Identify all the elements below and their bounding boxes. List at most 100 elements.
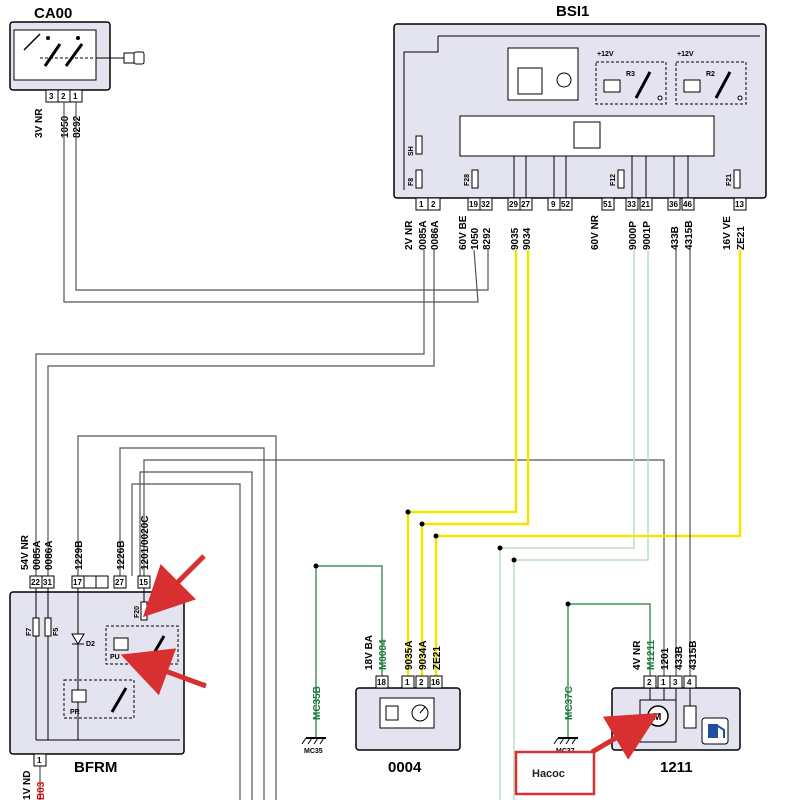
bsi1-pin-51: 51	[603, 200, 612, 209]
bsi1-supply-r3: +12V	[597, 51, 614, 58]
bsi1-wire-4315b: 4315B	[684, 221, 695, 250]
ca00-wire-8292: 8292	[72, 115, 83, 138]
annotation-arrow-f20	[142, 554, 206, 618]
bsi1-pin-36: 36	[669, 200, 678, 209]
c1211-motor-label: M	[653, 712, 661, 723]
ca00-component: CA00 3 2 1 3V NR 1050 8292	[9, 5, 145, 138]
bsi1-connector-16v-ve: 16V VE	[722, 216, 733, 250]
bsi1-wire-9001p: 9001P	[642, 221, 653, 250]
c0004-pin-16: 16	[431, 678, 440, 687]
bfrm-wire-b03: B03	[36, 781, 47, 800]
c1211-component: 2 1 3 4 4V NR M1211 1201 433B 4315B M 12…	[611, 640, 741, 776]
c1211-pin-3: 3	[673, 678, 678, 687]
bfrm-relay-pr-label: PR	[70, 709, 80, 716]
ground-mc37: MC37C MC37	[553, 686, 578, 755]
bfrm-diode-label: D2	[86, 641, 95, 648]
c0004-component: 18 1 2 16 18V BA M0004 9035A 9034A ZE21 …	[355, 635, 461, 776]
c1211-wire-433b: 433B	[674, 646, 685, 670]
bsi1-wire-ze21: ZE21	[736, 226, 747, 250]
c1211-wire-4315b: 4315B	[688, 641, 699, 670]
c1211-wire-m1211: M1211	[646, 640, 657, 670]
bfrm-component: 22 31 17 27 15 54V NR 0085A 0086A 1229B …	[9, 516, 185, 800]
ca00-pin-1: 1	[73, 92, 78, 101]
c1211-title: 1211	[660, 759, 693, 776]
bsi1-component: BSI1 +12V +12V R3 R2 SH F8 F28 F12 F21	[393, 3, 767, 250]
bfrm-wire-0086a: 0086A	[44, 541, 55, 570]
c1211-connector-label: 4V NR	[632, 640, 643, 670]
bfrm-wire-1229b: 1229B	[74, 541, 85, 570]
ground-mc35-label: MC35	[304, 748, 323, 755]
bfrm-fuse-f7: F7	[26, 628, 33, 636]
fuel-level-sensor	[683, 705, 697, 729]
bfrm-wire-1201: 1201/0020C	[140, 516, 151, 571]
bsi1-pin-33: 33	[627, 200, 636, 209]
bfrm-pin-1: 1	[37, 756, 42, 765]
c0004-connector-label: 18V BA	[364, 635, 375, 670]
fuel-pump-icon	[701, 717, 729, 745]
bsi1-pin-19: 19	[469, 200, 478, 209]
bfrm-diode	[71, 633, 85, 645]
ground-mc35-wire-label: MC35B	[312, 686, 323, 720]
bfrm-relay-pu-label: PU	[110, 654, 120, 661]
bsi1-wire-9035: 9035	[510, 227, 521, 250]
bsi1-box	[393, 23, 767, 199]
c0004-wire-m0004: M0004	[378, 639, 389, 670]
c0004-wire-ze21: ZE21	[432, 646, 443, 670]
bfrm-pin-27: 27	[115, 578, 124, 587]
bsi1-fuse-f8: F8	[408, 178, 415, 186]
bsi1-fuse-f28: F28	[464, 174, 471, 186]
bsi1-relay-r2	[675, 61, 747, 105]
ca00-pin-3: 3	[49, 92, 54, 101]
instrument-cluster-icon	[379, 697, 435, 729]
c0004-title: 0004	[388, 759, 422, 776]
bsi1-pin-32: 32	[481, 200, 490, 209]
bsi1-wire-0085a: 0085A	[418, 221, 429, 250]
bfrm-wire-1226b: 1226B	[116, 541, 127, 570]
ca00-switch-panel	[13, 29, 97, 81]
bsi1-relay-r2-label: R2	[706, 71, 715, 78]
bsi1-chip	[573, 121, 601, 149]
bsi1-pin-9: 9	[551, 200, 556, 209]
bsi1-wire-8292: 8292	[482, 227, 493, 250]
bfrm-fuse-f20	[140, 601, 148, 621]
annotation-arrow-pump	[590, 712, 659, 760]
bfrm-box	[9, 591, 185, 755]
bfrm-pin-15: 15	[139, 578, 148, 587]
key-icon	[96, 51, 145, 65]
bsi1-fuse-f21: F21	[726, 174, 733, 186]
bfrm-fuse-f20-label: F20	[134, 606, 141, 618]
bsi1-relay-r3	[595, 61, 667, 105]
bsi1-pin-21: 21	[641, 200, 650, 209]
bfrm-bottom-connector-label: 1V ND	[22, 771, 33, 800]
bfrm-relay-pr	[63, 679, 135, 719]
c0004-pin-1: 1	[405, 678, 410, 687]
bsi1-pin-1: 1	[419, 200, 424, 209]
c0004-pin-2: 2	[419, 678, 424, 687]
ground-mc35: MC35B MC35	[301, 686, 326, 755]
c1211-wire-1201: 1201	[660, 647, 671, 670]
bfrm-pin-22: 22	[31, 578, 40, 587]
c1211-pin-1: 1	[661, 678, 666, 687]
wires	[35, 102, 742, 800]
bsi1-title: BSI1	[556, 3, 589, 20]
ca00-pin-2: 2	[61, 92, 66, 101]
bsi1-pin-13: 13	[735, 200, 744, 209]
bsi1-fuse-sh: SH	[408, 146, 415, 156]
bsi1-pin-29: 29	[509, 200, 518, 209]
annotations: Насос	[120, 554, 659, 796]
bfrm-title: BFRM	[74, 759, 117, 776]
bsi1-connector-2v-nr: 2V NR	[404, 220, 415, 250]
ground-mc37-wire-label: MC37C	[564, 686, 575, 720]
bfrm-connector-label: 54V NR	[20, 534, 31, 570]
ca00-wire-1050: 1050	[60, 115, 71, 138]
bsi1-connector-60v-nr: 60V NR	[590, 214, 601, 250]
bsi1-wire-1050: 1050	[470, 227, 481, 250]
bsi1-wire-9000p: 9000P	[628, 221, 639, 250]
bfrm-wire-0085a: 0085A	[32, 541, 43, 570]
bfrm-pin-31: 31	[43, 578, 52, 587]
bsi1-wire-0086a: 0086A	[430, 221, 441, 250]
bsi1-connector-60v-be: 60V BE	[458, 215, 469, 250]
c1211-pin-4: 4	[687, 678, 692, 687]
bsi1-wire-433b: 433B	[670, 226, 681, 250]
